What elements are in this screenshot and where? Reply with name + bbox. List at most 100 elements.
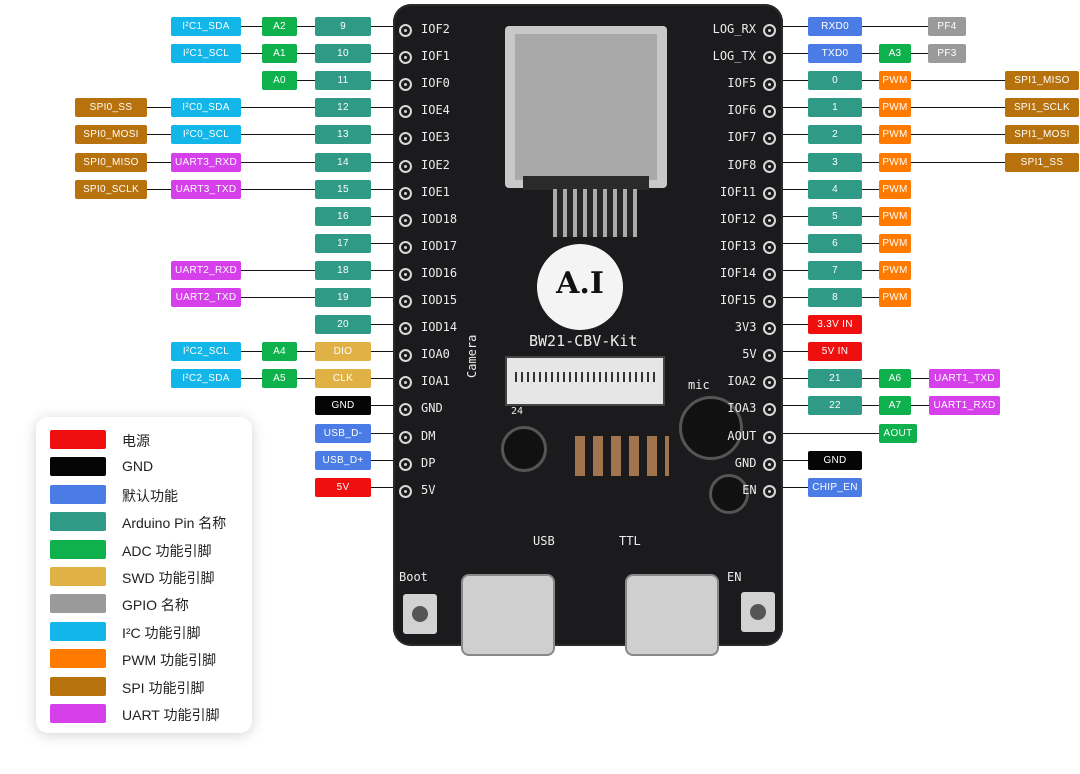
right-silk-7: IOF12: [720, 211, 757, 226]
chip-module: [553, 189, 637, 237]
right-pin-0-tag-0: RXD0: [808, 17, 862, 36]
right-pad-4: [763, 132, 776, 146]
right-line-3: [773, 107, 1079, 109]
left-pin-13-tag-2: CLK: [315, 369, 371, 389]
legend-label: GND: [122, 458, 154, 475]
right-pin-1-tag-1: A3: [879, 44, 911, 64]
left-pin-15-tag-0: USB_D-: [315, 423, 371, 443]
left-pin-6-tag-1: UART3_TXD: [171, 179, 241, 199]
left-pad-2: [399, 78, 412, 92]
left-pin-3-tag-0: SPI0_SS: [75, 98, 147, 118]
right-pad-3: [763, 105, 776, 119]
right-silk-15: AOUT: [727, 428, 757, 443]
right-pin-4-tag-0: 2: [808, 125, 862, 145]
left-silk-17: 5V: [421, 482, 436, 497]
left-pin-0-tag-2: 9: [315, 17, 371, 36]
left-pad-7: [399, 213, 412, 227]
legend-swatch: [50, 594, 106, 614]
legend-swatch: [50, 676, 106, 696]
buzzer-right: [709, 474, 749, 514]
right-pin-0-tag-2: PF4: [928, 17, 966, 36]
left-pin-13-tag-0: I²C2_SDA: [171, 369, 241, 389]
smd-components: [575, 436, 669, 476]
right-line-0: [773, 26, 966, 27]
right-pin-9-tag-0: 7: [808, 260, 862, 280]
right-pin-1-tag-2: PF3: [928, 44, 966, 64]
en-button: [741, 592, 775, 632]
right-pin-5-tag-0: 3: [808, 152, 862, 172]
left-pad-6: [399, 186, 412, 200]
left-pad-14: [399, 403, 412, 417]
left-pin-5-tag-1: UART3_RXD: [171, 152, 241, 172]
left-silk-6: IOE1: [421, 184, 450, 199]
left-pad-10: [399, 295, 412, 308]
camera-connector: [505, 356, 665, 406]
right-pad-8: [763, 240, 776, 254]
left-silk-10: IOD15: [421, 293, 458, 307]
right-pin-4-tag-2: SPI1_MOSI: [1005, 125, 1079, 145]
left-pad-9: [399, 267, 412, 281]
left-pin-14-tag-0: GND: [315, 396, 371, 416]
left-pin-10-tag-0: UART2_TXD: [171, 288, 241, 307]
right-pin-12-tag-0: 5V IN: [808, 342, 862, 362]
left-pin-4-tag-2: 13: [315, 125, 371, 145]
left-pin-3-tag-2: 12: [315, 98, 371, 118]
right-silk-14: IOA3: [727, 401, 757, 416]
left-pin-5-tag-2: 14: [315, 152, 371, 172]
ttl-label: TTL: [619, 534, 641, 548]
right-silk-11: 3V3: [734, 320, 757, 335]
left-pad-5: [399, 159, 412, 173]
right-pin-6-tag-1: PWM: [879, 179, 911, 199]
left-pin-11-tag-0: 20: [315, 315, 371, 335]
logo-text: A.I: [556, 266, 604, 301]
right-pin-5-tag-1: PWM: [879, 152, 911, 172]
left-silk-13: IOA1: [421, 374, 450, 389]
left-silk-12: IOA0: [421, 347, 450, 362]
sd-card-slot: [505, 26, 667, 190]
ttl-port: [625, 574, 719, 656]
left-silk-2: IOF0: [421, 76, 450, 91]
right-pad-5: [763, 159, 776, 173]
usb-port: [461, 574, 555, 656]
left-pin-1-tag-2: 10: [315, 44, 371, 64]
right-pin-7-tag-1: PWM: [879, 206, 911, 226]
legend-label: 默认功能: [122, 487, 178, 504]
right-pin-13-tag-0: 21: [808, 369, 862, 389]
left-pad-4: [399, 132, 412, 146]
left-pin-0-tag-1: A2: [262, 17, 297, 36]
mic-label: mic: [688, 378, 710, 392]
boot-label: Boot: [399, 570, 428, 584]
left-pin-16-tag-0: USB_D+: [315, 450, 371, 470]
left-pad-0: [399, 24, 412, 37]
legend-label: GPIO 名称: [122, 597, 189, 614]
legend-swatch: [50, 512, 106, 532]
legend-swatch: [50, 430, 106, 449]
right-pad-17: [763, 484, 776, 498]
left-silk-3: IOE4: [421, 103, 450, 118]
left-silk-0: IOF2: [421, 22, 450, 36]
right-pin-10-tag-0: 8: [808, 288, 862, 307]
logo-circle: A.I: [537, 244, 623, 330]
left-silk-16: DP: [421, 455, 436, 470]
legend-label: Arduino Pin 名称: [122, 515, 227, 532]
left-silk-8: IOD17: [421, 238, 458, 253]
legend-label: I²C 功能引脚: [122, 624, 201, 641]
legend-swatch: [50, 457, 106, 477]
left-pin-7-tag-0: 16: [315, 206, 371, 226]
right-pad-0: [763, 24, 776, 37]
right-pin-14-tag-1: A7: [879, 396, 911, 416]
right-silk-3: IOF6: [727, 103, 757, 118]
right-silk-17: EN: [742, 482, 757, 497]
left-pad-16: [399, 457, 412, 471]
right-pad-12: [763, 349, 776, 363]
left-silk-11: IOD14: [421, 320, 458, 335]
right-silk-6: IOF11: [720, 184, 757, 199]
legend-swatch: [50, 704, 106, 723]
mic-module: [679, 396, 743, 460]
left-silk-7: IOD18: [421, 211, 458, 226]
right-pin-2-tag-2: SPI1_MISO: [1005, 71, 1079, 91]
right-pad-10: [763, 295, 776, 308]
left-pin-3-tag-1: I²C0_SDA: [171, 98, 241, 118]
left-pin-17-tag-0: 5V: [315, 477, 371, 497]
left-pad-3: [399, 105, 412, 119]
